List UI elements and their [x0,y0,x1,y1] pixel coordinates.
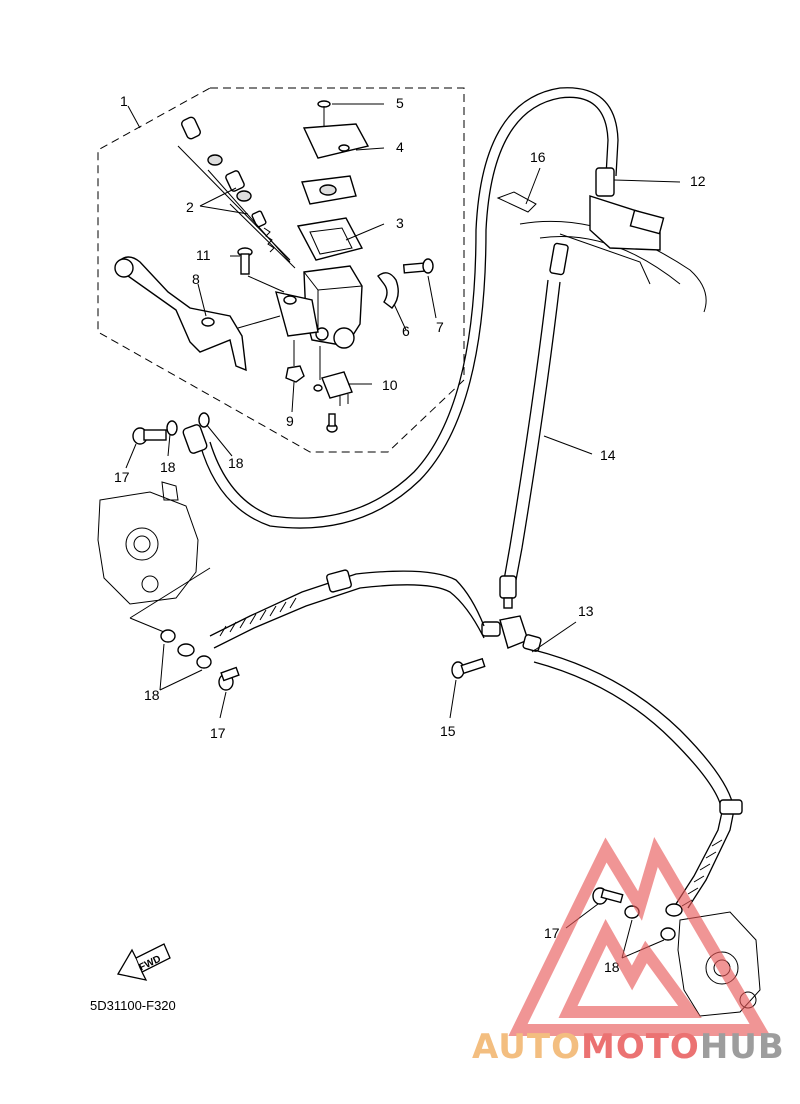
callout-6: 6 [402,323,410,339]
watermark-hub: HUB [700,1027,785,1067]
handlebar-bracket [496,191,707,313]
callout-15: 15 [440,723,456,739]
callout-12: 12 [690,173,706,189]
watermark-auto: AUTO [472,1027,581,1067]
diaphragm [296,217,364,261]
callout-14: 14 [600,447,616,463]
callout-labels: 1 2 3 4 5 6 7 8 9 10 11 12 13 14 15 16 1… [114,93,706,975]
brake-lever [117,256,247,372]
master-cylinder-assembly [114,100,434,433]
callout-9: 9 [286,413,294,429]
master-cylinder-assembly-boundary [97,87,465,453]
piston-kit [177,116,296,269]
automotohub-watermark: AUTOMOTOHUB [472,837,785,1067]
brake-hose-left [160,569,485,691]
holder [377,272,399,309]
leader-lines [125,103,681,959]
nut [285,365,305,383]
brake-hose-13 [533,649,743,941]
watermark-moto: MOTO [581,1027,700,1067]
svg-text:AUTOMOTOHUB: AUTOMOTOHUB [472,1027,785,1067]
reservoir-cap [302,123,370,159]
callout-1: 1 [120,93,128,109]
brake-switch [313,371,353,406]
holder-bolt [402,258,434,274]
callout-17-right: 17 [544,925,560,941]
callout-5: 5 [396,95,404,111]
callout-2: 2 [186,199,194,215]
callout-18-upper-right: 18 [228,455,244,471]
upper-brake-hose [182,87,619,529]
cap-screw [317,100,331,126]
joint-bolt [451,657,486,679]
callout-3: 3 [396,215,404,231]
callout-18-upper-left: 18 [160,459,176,475]
lever-bolt [237,247,253,275]
left-brake-caliper [97,481,211,633]
upper-union-hardware [132,412,210,445]
callout-7: 7 [436,319,444,335]
watermark-logo-icon [508,837,771,1036]
fwd-arrow-icon: FWD [116,943,171,981]
callout-18-right: 18 [604,959,620,975]
callout-16: 16 [530,149,546,165]
three-way-joint [451,615,542,679]
callout-11: 11 [196,247,211,263]
callout-13: 13 [578,603,594,619]
callout-18-left: 18 [144,687,160,703]
callout-17-left: 17 [210,725,226,741]
left-union-bolt [218,666,240,691]
right-union-bolt [592,887,624,905]
diagram-code: 5D31100-F320 [90,998,176,1013]
callout-4: 4 [396,139,404,155]
callout-8: 8 [192,271,200,287]
brake-hose-14 [499,242,569,609]
callout-10: 10 [382,377,398,393]
switch-screw [326,413,338,433]
callout-17-upper: 17 [114,469,130,485]
